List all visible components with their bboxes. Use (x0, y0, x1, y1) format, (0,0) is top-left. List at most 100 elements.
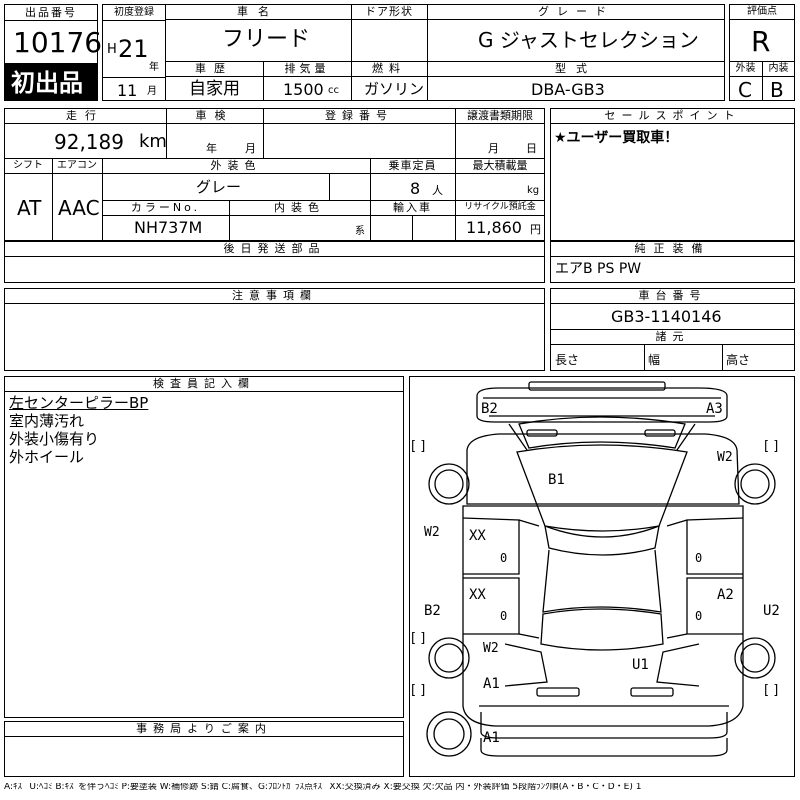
history: 自家用 (189, 79, 240, 99)
lot-number-cell: 出品番号 10176 (4, 4, 102, 64)
displacement-unit: cc (328, 85, 339, 96)
mark-u1-bottom: U1 (632, 657, 649, 673)
max-load-unit: kg (527, 185, 540, 196)
inspector-header: 検査員記入欄 (4, 376, 404, 392)
mark-zero-4: 0 (695, 609, 703, 623)
recycle-unit: 円 (530, 223, 541, 236)
transfer-day-unit: 日 (526, 142, 537, 155)
interior-grade: B (770, 78, 784, 102)
inspection-year-unit: 年 (206, 142, 217, 155)
interior-color-header: 内装色 (274, 201, 325, 214)
equipment: エアB PS PW (555, 261, 642, 277)
mark-w2-left-low: W2 (483, 641, 499, 656)
mark-b1-roof: B1 (548, 472, 565, 488)
bracket-left-3: [ ] (411, 683, 426, 698)
lot-header: 出品番号 (5, 5, 97, 21)
history-header: 車歴 (195, 62, 233, 75)
bracket-left-1: [ ] (411, 439, 426, 454)
shift: AT (17, 196, 42, 220)
mark-a3-top: A3 (706, 401, 723, 417)
damage-diagram (426, 381, 776, 757)
bracket-left-2: [ ] (411, 631, 426, 646)
damage-diagram-box (409, 376, 795, 777)
first-listing-badge: 初出品 (4, 63, 98, 101)
max-load-header: 最大積載量 (472, 159, 528, 172)
office-header: 事務局よりご案内 (4, 721, 404, 737)
sales-point-box (550, 108, 795, 241)
mark-zero-1: 0 (500, 551, 508, 565)
recycle-header: リサイクル預託金 (464, 202, 536, 212)
mileage-unit: km (139, 131, 167, 152)
transfer-header: 譲渡書類期限 (467, 109, 533, 122)
mark-zero-3: 0 (500, 609, 508, 623)
car-name: フリード (222, 27, 311, 52)
color-header: 外装色 (210, 159, 262, 172)
score: R (751, 25, 771, 58)
first-reg-cell: 初度登録 H 21 年 11 月 (102, 4, 166, 101)
inspector-line-4: 外ホイール (9, 448, 85, 466)
transfer-month-unit: 月 (488, 142, 499, 155)
color: グレー (196, 178, 242, 196)
first-reg-header: 初度登録 (103, 5, 165, 21)
mark-xx-front: XX (469, 528, 486, 544)
exterior-grade: C (738, 78, 752, 102)
inspector-line-2: 室内薄汚れ (9, 412, 85, 430)
aircon: AAC (58, 196, 100, 220)
mark-w2-left: W2 (424, 525, 440, 540)
equipment-box (550, 241, 795, 283)
displacement: 1500 (283, 80, 324, 99)
legend: A:ｷｽﾞ U:ﾍｺﾐ B:ｷｽﾞを伴うﾍｺﾐ P:要塗装 W:補修跡 S:錆 … (4, 783, 642, 792)
later-parts-header: 後日発送部品 (4, 241, 545, 257)
chassis-header: 車台番号 (550, 288, 795, 304)
office-box (4, 721, 404, 777)
chassis-number: GB3-1140146 (611, 307, 722, 326)
inspection-month-unit: 月 (245, 142, 256, 155)
dims-header: 諸元 (550, 329, 795, 345)
mark-b2-left: B2 (424, 603, 441, 619)
caution-box (4, 288, 545, 371)
aircon-header: エアコン (57, 160, 97, 171)
inspector-line-3: 外装小傷有り (9, 430, 100, 448)
plate-header: 登録番号 (325, 109, 393, 122)
car-name-header: 車名 (237, 5, 279, 18)
sales-point: ★ユーザー買取車！ (554, 130, 679, 146)
shift-header: シフト (13, 160, 43, 171)
bracket-right-2: [ ] (764, 683, 779, 698)
mark-a1-left: A1 (483, 676, 500, 692)
fuel-header: 燃料 (372, 62, 406, 75)
capacity-header: 乗車定員 (388, 159, 437, 172)
lot-number: 10176 (13, 26, 103, 59)
model-header: 型式 (555, 62, 597, 75)
reg-month: 11 (117, 81, 138, 100)
first-listing-label: 初出品 (11, 69, 83, 97)
grade: G ジャストセレクション (478, 28, 699, 52)
mark-w2-right-top: W2 (717, 450, 733, 465)
mark-a1-spare: A1 (483, 730, 500, 746)
sales-point-header: セールスポイント (550, 108, 795, 124)
height-label: 高さ (726, 353, 751, 367)
recycle-fee: 11,860 (466, 218, 522, 237)
mark-b2-top: B2 (481, 401, 498, 417)
bracket-right-1: [ ] (764, 439, 779, 454)
color-no-header: カラーNo. (130, 201, 201, 214)
month-unit: 月 (147, 86, 157, 97)
mileage-header: 走行 (66, 109, 104, 122)
inspection-header: 車検 (195, 109, 234, 122)
length-label: 長さ (555, 353, 580, 367)
inspector-box (4, 376, 404, 718)
mileage: 92,189 (54, 130, 124, 154)
later-parts-box (4, 241, 545, 283)
interior-header: 内装 (768, 63, 789, 74)
mark-a2-right: A2 (717, 587, 734, 603)
model: DBA-GB3 (531, 80, 605, 99)
equipment-header: 純正装備 (550, 241, 795, 257)
mid-table (4, 108, 545, 241)
capacity: 8 (410, 179, 421, 198)
displacement-header: 排気量 (284, 62, 330, 75)
mark-u2-right: U2 (763, 603, 780, 619)
capacity-unit: 人 (432, 184, 443, 197)
grade-header: グレード (538, 5, 614, 18)
inspector-line-1: 左センターピラーBP (9, 394, 149, 412)
era-label: H (107, 42, 117, 57)
year-unit: 年 (149, 62, 159, 73)
